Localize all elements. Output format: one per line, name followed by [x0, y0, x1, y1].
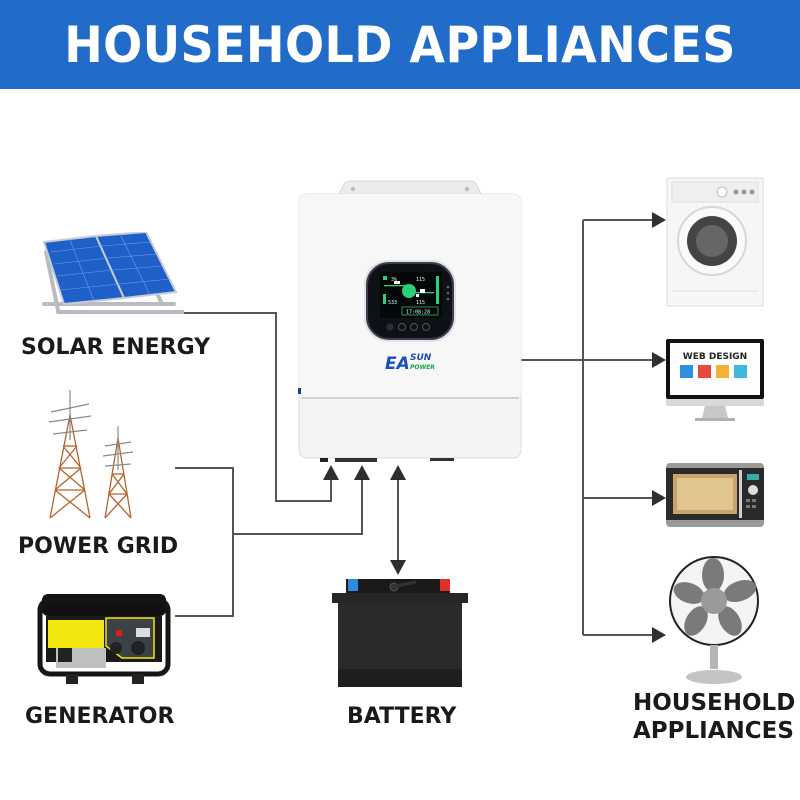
display-status: 17:08:28 [406, 310, 430, 316]
power-tower-icon [45, 390, 145, 520]
arrow-up-grid-icon [354, 465, 370, 480]
arrow-up-solar-icon [323, 465, 339, 480]
arrow-right-icon [652, 352, 666, 368]
solar-panel-icon [34, 230, 186, 332]
inverter-button [386, 323, 394, 331]
display-readout-1: 3% [391, 277, 397, 283]
microwave-icon [665, 462, 765, 530]
computer-monitor-icon: WEB DESIGN [665, 338, 765, 423]
display-readout-3: 533 [388, 300, 397, 306]
arrow-right-icon [652, 490, 666, 506]
monitor-screen-text: WEB DESIGN [683, 352, 747, 362]
washing-machine-icon [666, 177, 764, 307]
generator-icon [36, 590, 171, 690]
arrow-down-battery-icon [390, 560, 406, 575]
grid-wire [175, 467, 234, 617]
power-grid-label: POWER GRID [18, 534, 179, 559]
display-readout-4: 115 [416, 300, 425, 306]
generator-label: GENERATOR [25, 704, 175, 729]
household-appliances-label-line1: HOUSEHOLD [633, 690, 796, 716]
display-readout-2: 115 [416, 277, 425, 283]
solar-energy-label: SOLAR ENERGY [21, 335, 211, 360]
brand-logo-ea: EA [385, 354, 410, 374]
brand-logo-sun: SUN [410, 353, 432, 363]
household-appliances-label-line2: APPLIANCES [633, 717, 794, 744]
household-appliances-label: HOUSEHOLD APPLIANCES [633, 690, 795, 745]
desk-fan-icon [665, 555, 765, 687]
header-banner: HOUSEHOLD APPLIANCES [0, 0, 800, 89]
grid-generator-trunk [233, 478, 363, 535]
arrow-right-icon [652, 627, 666, 643]
battery-label: BATTERY [347, 704, 457, 729]
hybrid-inverter: 3% 115 533 115 17:08:28 EA SUN POWER [298, 180, 522, 463]
brand-logo-power: POWER [410, 364, 435, 371]
battery-icon [330, 577, 470, 692]
arrow-right-icon [652, 212, 666, 228]
page-title: HOUSEHOLD APPLIANCES [64, 15, 736, 74]
arrow-up-battery-icon [390, 465, 406, 480]
